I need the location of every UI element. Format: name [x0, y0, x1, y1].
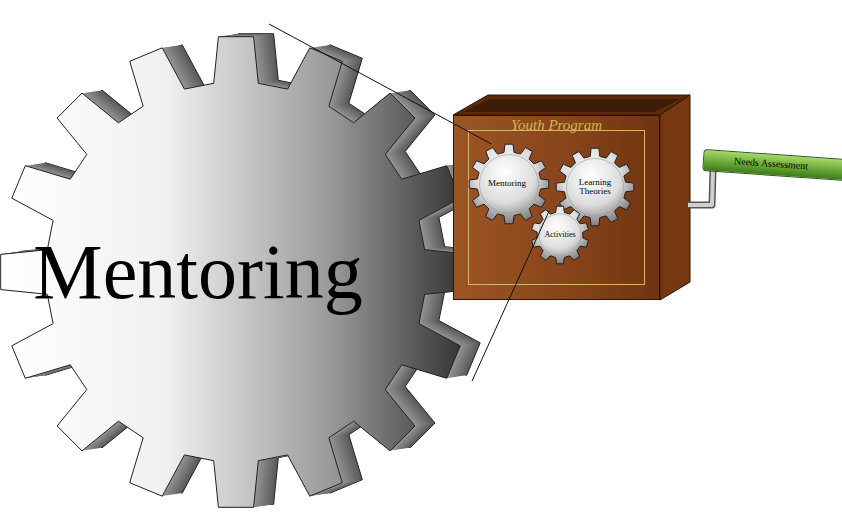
program-box: Youth ProgramMentoring Learning TheoriesA… — [453, 115, 660, 300]
gear-face — [532, 206, 589, 264]
gear-label: Mentoring — [5, 231, 391, 313]
small-gear: Mentoring — [469, 144, 549, 224]
gear-label: Mentoring — [477, 179, 537, 188]
big-gear: Mentoring — [0, 24, 472, 520]
small-gear: Activities — [531, 206, 589, 264]
zoom-line — [269, 24, 491, 144]
box-opening — [462, 99, 680, 112]
gear-label: Activities — [535, 231, 585, 239]
box-top — [453, 95, 690, 115]
handle-label: Needs Assessment — [734, 156, 830, 173]
gear-rim — [566, 158, 623, 215]
gear-face — [1, 37, 472, 508]
crank-handle: Needs Assessment — [702, 149, 842, 181]
gear-label: Learning Theories — [572, 178, 618, 197]
box-heading: Youth Program — [454, 118, 659, 134]
crank-rod — [688, 170, 713, 205]
gear-face — [469, 144, 549, 224]
zoom-line — [472, 211, 549, 381]
box-side — [660, 95, 690, 300]
crank-rod-outline — [688, 170, 713, 205]
